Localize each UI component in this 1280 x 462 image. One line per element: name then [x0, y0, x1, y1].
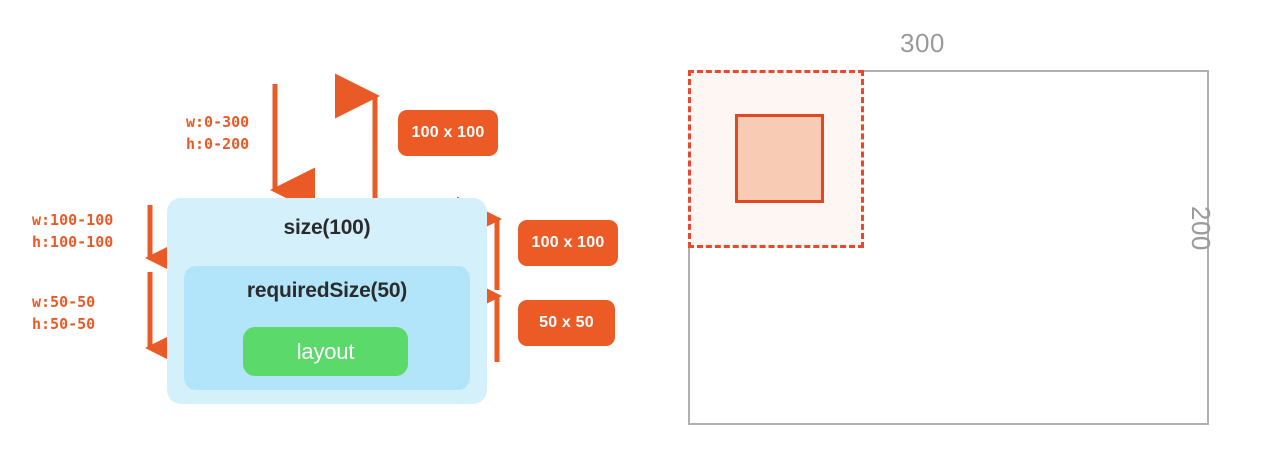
required-size-box[interactable]: requiredSize(50) layout [184, 266, 470, 390]
constraint-incoming-width: w:0-300 [186, 113, 250, 131]
badge-outer-result: 100 x 100 [398, 110, 498, 156]
viewport-height-label: 200 [1186, 206, 1216, 251]
badge-required-size-result: 50 x 50 [518, 300, 615, 346]
constraint-child-width: w:100-100 [32, 211, 114, 229]
required-size-preview-box [735, 114, 824, 203]
constraint-label-child: w:100-100 h:100-100 [32, 210, 113, 254]
badge-size-result: 100 x 100 [518, 220, 618, 266]
layout-button[interactable]: layout [243, 327, 408, 376]
constraint-grandchild-height: h:50-50 [32, 314, 96, 333]
constraint-label-grandchild: w:50-50 h:50-50 [32, 292, 95, 336]
constraint-grandchild-width: w:50-50 [32, 293, 96, 311]
size-box-label: size(100) [283, 216, 371, 239]
constraint-incoming-height: h:0-200 [186, 134, 250, 153]
constraint-child-height: h:100-100 [32, 232, 114, 251]
constraint-label-incoming: w:0-300 h:0-200 [186, 112, 249, 156]
size-box[interactable]: size(100) requiredSize(50) layout [167, 198, 487, 404]
required-size-box-label: requiredSize(50) [246, 279, 408, 302]
viewport-width-label: 300 [900, 28, 945, 58]
